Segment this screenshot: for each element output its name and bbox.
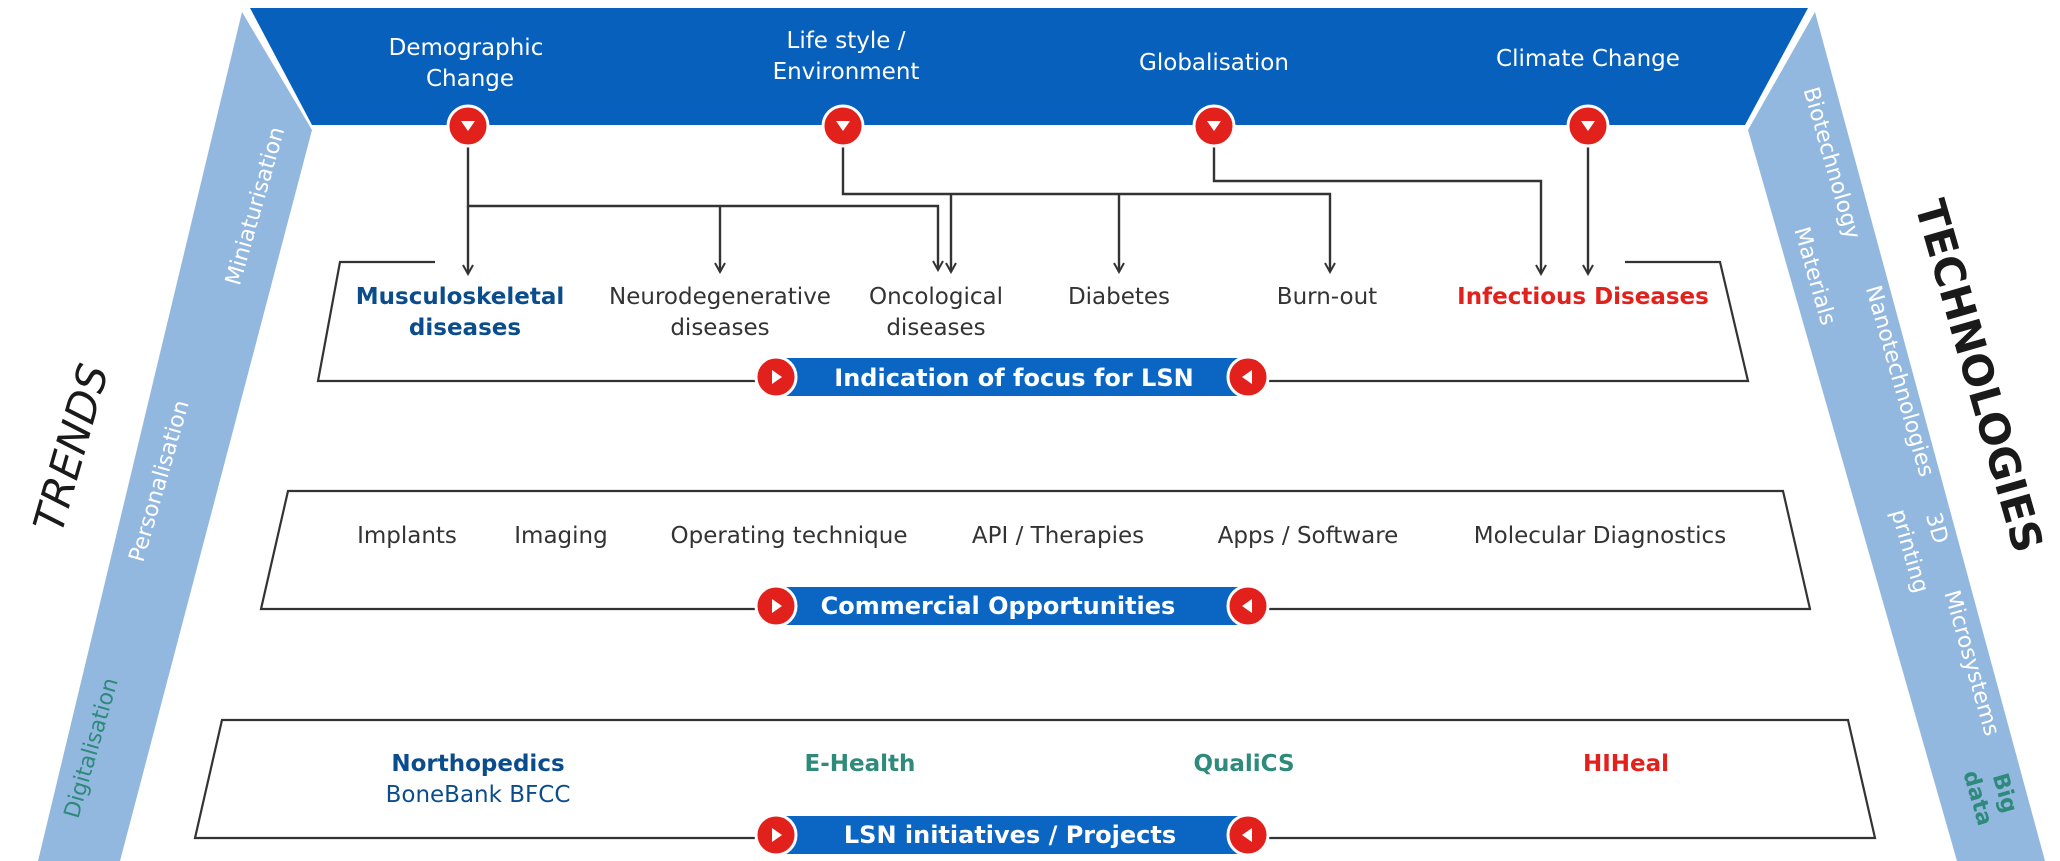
trends-heading: TRENDS [24,359,118,538]
disease-oncological-line1: Oncological [869,284,1003,310]
disease-musculoskeletal-line2: diseases [409,315,521,341]
play-right-icon [754,355,798,399]
initiative-ehealth: E-Health [805,751,916,777]
opportunities-band-label: Commercial Opportunities [821,592,1176,620]
play-left-icon [1226,355,1270,399]
driver-lifestyle-line2: Environment [773,59,920,85]
trends-bar [38,12,312,861]
disease-diabetes: Diabetes [1068,284,1170,310]
driver-demographic-line1: Demographic [389,35,544,61]
driver-markers [446,104,1610,148]
play-left-icon [1226,813,1270,857]
initiatives-band-label: LSN initiatives / Projects [844,821,1176,849]
play-right-icon [754,584,798,628]
play-left-icon [1226,584,1270,628]
opportunity-apps-software: Apps / Software [1218,523,1399,549]
driver-globalisation: Globalisation [1139,50,1289,76]
focus-band-label: Indication of focus for LSN [834,364,1193,392]
opportunity-operating-technique: Operating technique [671,523,908,549]
disease-infectious: Infectious Diseases [1457,284,1709,310]
opportunities-frame [259,489,1812,611]
disease-oncological-line2: diseases [886,315,985,341]
disease-neurodegenerative-line1: Neurodegenerative [609,284,831,310]
marker-down-icon [1566,104,1610,148]
opportunity-api-therapies: API / Therapies [972,523,1144,549]
initiative-bonebank: BoneBank BFCC [386,782,571,808]
play-right-icon [754,813,798,857]
disease-musculoskeletal-line1: Musculoskeletal [356,284,565,310]
initiatives-band [774,816,1252,854]
marker-down-icon [821,104,865,148]
driver-lifestyle-line1: Life style / [787,28,906,54]
driver-demographic-line2: Change [426,66,514,92]
opportunity-implants: Implants [357,523,457,549]
disease-neurodegenerative-line2: diseases [670,315,769,341]
initiative-northopedics: Northopedics [391,751,564,777]
opportunity-molecular-diagnostics: Molecular Diagnostics [1474,523,1726,549]
driver-climate-change: Climate Change [1496,46,1680,72]
focus-band [774,358,1252,396]
initiative-qualics: QualiCS [1193,751,1294,777]
initiatives-frame [193,718,1877,840]
initiative-hiheal: HIHeal [1583,751,1669,777]
opportunity-imaging: Imaging [514,523,607,549]
technologies-bar [1748,12,2045,861]
opportunities-band [774,587,1252,625]
marker-down-icon [1192,104,1236,148]
disease-burnout: Burn-out [1277,284,1377,310]
connectors [468,140,1588,274]
marker-down-icon [446,104,490,148]
drivers-banner [250,8,1808,125]
